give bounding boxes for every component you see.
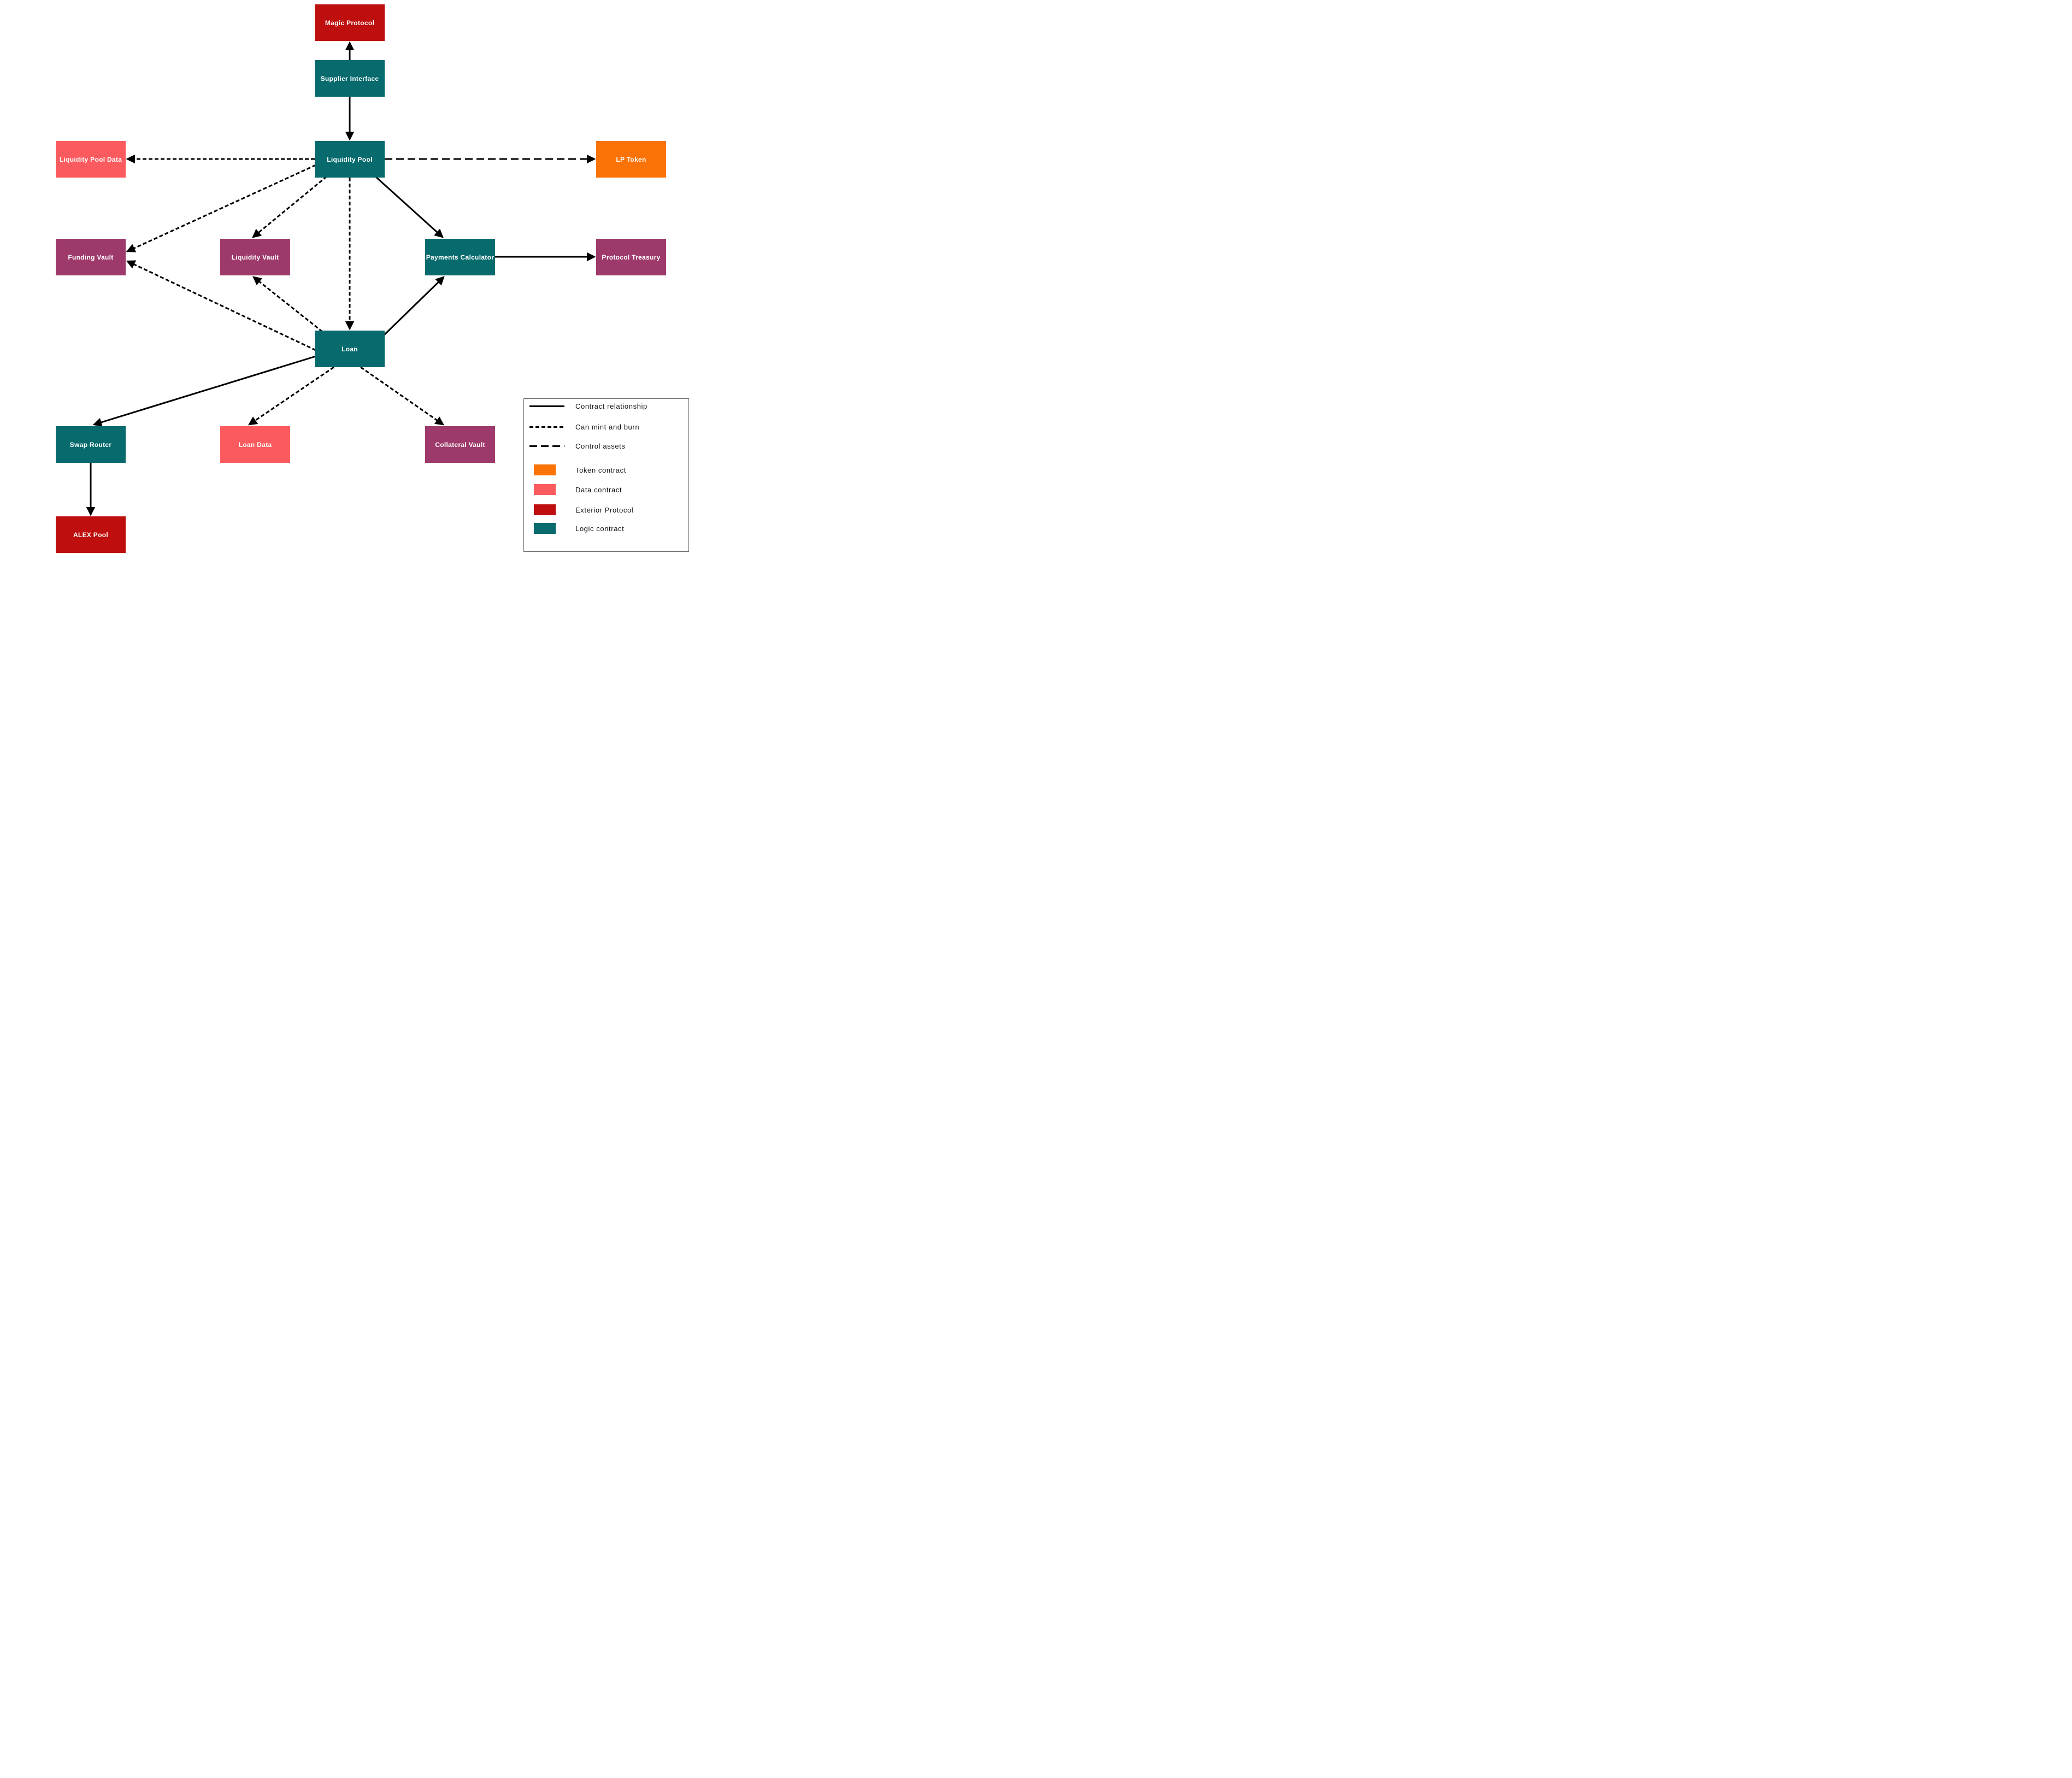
data-contract-swatch [534,484,556,495]
legend-item-logic-contract: Logic contract [527,522,685,535]
legend-item-contract-relationship: Contract relationship [527,399,685,413]
legend-item-control-assets: Control assets [527,439,685,452]
solid-line-sample [529,405,564,407]
logic-contract-swatch [534,523,556,534]
node-magic-protocol: Magic Protocol [315,4,385,41]
node-liquidity-pool: Liquidity Pool [315,141,385,178]
node-protocol-treasury: Protocol Treasury [596,239,666,275]
node-loan: Loan [315,331,385,367]
node-loan-data: Loan Data [220,426,290,463]
legend: Contract relationship Can mint and burn … [523,398,689,552]
legend-item-label: Data contract [575,485,622,494]
edge-loan-swap-router [92,355,316,427]
edge-loan-funding-vault [126,260,316,351]
diagram-canvas: Magic Protocol Supplier Interface Liquid… [0,0,691,593]
node-swap-router: Swap Router [56,426,126,463]
legend-item-token-contract: Token contract [527,463,685,476]
long-dash-line-sample [529,445,564,447]
legend-item-exterior-protocol: Exterior Protocol [527,503,685,516]
legend-item-data-contract: Data contract [527,483,685,496]
node-liquidity-pool-data: Liquidity Pool Data [56,141,126,178]
node-collateral-vault: Collateral Vault [425,426,495,463]
legend-item-can-mint-and-burn: Can mint and burn [527,420,685,433]
node-alex-pool: ALEX Pool [56,516,126,553]
edge-liquidity-pool-liquidity-vault [252,175,327,238]
short-dash-line-sample [529,426,564,428]
legend-item-label: Can mint and burn [575,422,640,431]
node-lp-token: LP Token [596,141,666,178]
exterior-protocol-swatch [534,504,556,515]
edge-layer [86,41,596,516]
edge-loan-liquidity-vault [252,276,323,333]
legend-item-label: Exterior Protocol [575,505,634,514]
node-payments-calculator: Payments Calculator [425,239,495,275]
legend-item-label: Control assets [575,441,626,450]
node-liquidity-vault: Liquidity Vault [220,239,290,275]
edge-liquidity-pool-payments-calculator [374,175,444,238]
node-funding-vault: Funding Vault [56,239,126,275]
legend-item-label: Token contract [575,466,626,474]
token-contract-swatch [534,464,556,475]
node-supplier-interface: Supplier Interface [315,60,385,97]
edge-liquidity-pool-funding-vault [126,164,316,252]
edge-loan-collateral-vault [360,366,445,426]
edge-loan-payments-calculator [383,276,445,336]
legend-item-label: Contract relationship [575,402,648,410]
edge-loan-loan-data [248,366,334,426]
legend-item-label: Logic contract [575,524,625,533]
